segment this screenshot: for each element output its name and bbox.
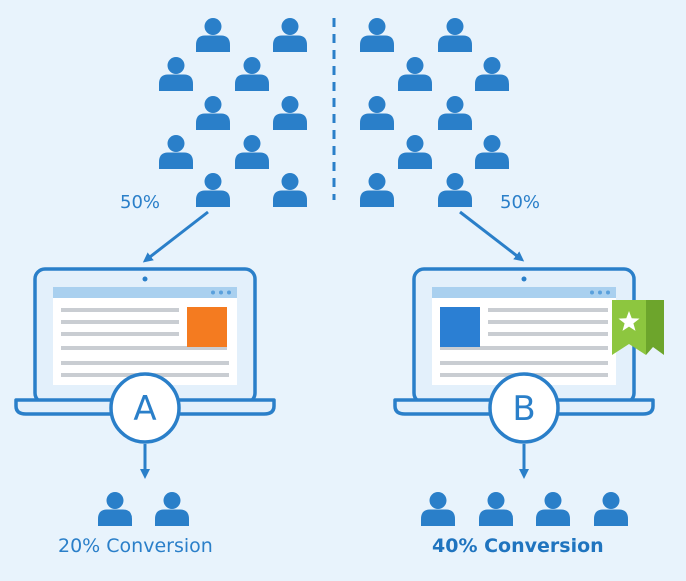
person-icon [421,492,455,526]
person-icon [475,57,509,91]
person-icon [159,135,193,169]
variant-badge-b: B [488,372,560,444]
split-label-b: 50% [500,192,541,213]
person-icon [196,173,230,207]
person-icon [398,135,432,169]
person-icon [360,18,394,52]
person-icon [235,135,269,169]
person-icon [438,173,472,207]
split-label-a: 50% [120,192,161,213]
person-icon [98,492,132,526]
person-icon [196,18,230,52]
person-icon [398,57,432,91]
bookmark-icon [612,300,664,355]
person-icon [155,492,189,526]
person-icon [438,18,472,52]
person-icon [475,135,509,169]
conversion-label-a: 20% Conversion [58,535,213,557]
person-icon [360,96,394,130]
content-block [187,307,227,347]
person-icon [360,173,394,207]
arrow-to-a [142,210,209,263]
variant-badge-a: A [109,372,181,444]
person-icon [536,492,570,526]
person-icon [273,18,307,52]
person-icon [479,492,513,526]
person-icon [273,96,307,130]
person-icon [235,57,269,91]
conversion-label-b: 40% Conversion [432,535,604,557]
person-icon [438,96,472,130]
star-icon [618,311,640,331]
variant-letter: A [133,389,156,429]
content-block [440,307,480,347]
variant-letter: B [512,389,535,429]
person-icon [594,492,628,526]
arrow-to-b [459,210,525,262]
person-icon [159,57,193,91]
person-icon [196,96,230,130]
person-icon [273,173,307,207]
